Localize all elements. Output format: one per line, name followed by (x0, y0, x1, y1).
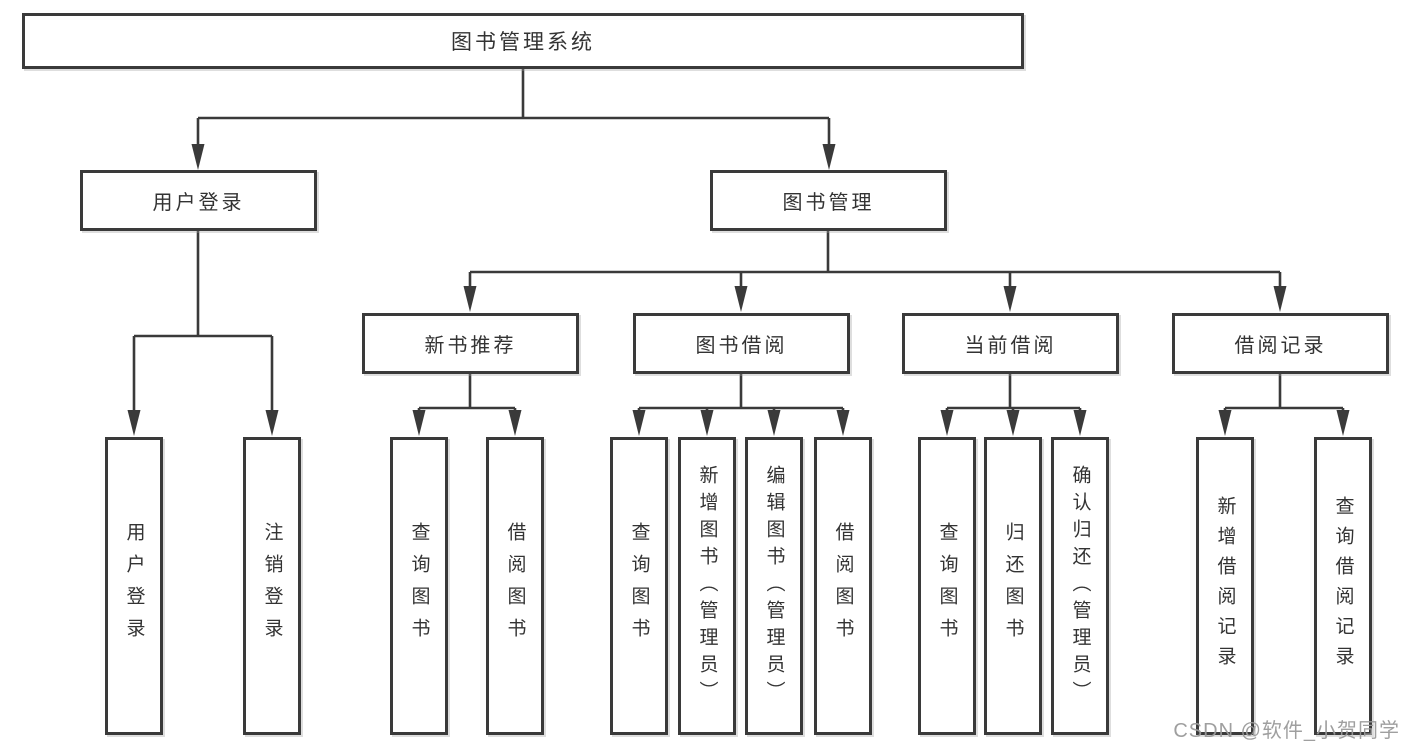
leaf-borrow-add-book-admin: 新增图书（管理员） (678, 437, 736, 735)
node-label: 图书管理系统 (451, 31, 595, 54)
leaf-records-query-record: 查询借阅记录 (1314, 437, 1372, 735)
node-label: 用户登录 (152, 192, 245, 214)
node-label: 图书管理 (782, 192, 875, 214)
arrow-down-icon (1336, 410, 1350, 436)
leaf-label: 借阅图书 (504, 522, 526, 650)
node-book-management: 图书管理 (710, 170, 947, 231)
csdn-watermark: CSDN @软件_小贺同学 (1173, 720, 1400, 742)
arrow-down-icon (734, 286, 748, 312)
node-label: 图书借阅 (695, 335, 788, 357)
leaf-records-add-record: 新增借阅记录 (1196, 437, 1254, 735)
node-borrow-records: 借阅记录 (1172, 313, 1389, 374)
leaf-label: 查询图书 (628, 522, 650, 650)
leaf-borrow-query-book: 查询图书 (610, 437, 668, 735)
arrow-down-icon (940, 410, 954, 436)
arrow-down-icon (632, 410, 646, 436)
leaf-label: 用户登录 (123, 522, 145, 650)
leaf-newbook-query-book: 查询图书 (390, 437, 448, 735)
leaf-newbook-borrow-book: 借阅图书 (486, 437, 544, 735)
leaf-label: 新增图书（管理员） (696, 464, 718, 708)
leaf-label: 查询借阅记录 (1332, 496, 1354, 676)
leaf-user-login: 用户登录 (105, 437, 163, 735)
arrow-down-icon (463, 286, 477, 312)
node-new-book-recommend: 新书推荐 (362, 313, 579, 374)
leaf-borrow-borrow-book: 借阅图书 (814, 437, 872, 735)
node-current-borrow: 当前借阅 (902, 313, 1119, 374)
arrow-down-icon (1073, 410, 1087, 436)
arrow-down-icon (1006, 410, 1020, 436)
arrow-down-icon (1218, 410, 1232, 436)
leaf-label: 归还图书 (1002, 522, 1024, 650)
leaf-current-return-book: 归还图书 (984, 437, 1042, 735)
leaf-label: 注销登录 (261, 522, 283, 650)
leaf-logout: 注销登录 (243, 437, 301, 735)
node-root-system: 图书管理系统 (22, 13, 1024, 69)
arrow-down-icon (836, 410, 850, 436)
arrow-down-icon (700, 410, 714, 436)
arrow-down-icon (1273, 286, 1287, 312)
node-book-borrow: 图书借阅 (633, 313, 850, 374)
node-label: 借阅记录 (1234, 335, 1327, 357)
leaf-borrow-edit-book-admin: 编辑图书（管理员） (745, 437, 803, 735)
leaf-label: 借阅图书 (832, 522, 854, 650)
arrow-down-icon (508, 410, 522, 436)
arrow-down-icon (191, 144, 205, 170)
node-label: 当前借阅 (964, 335, 1057, 357)
arrow-down-icon (265, 410, 279, 436)
leaf-current-query-book: 查询图书 (918, 437, 976, 735)
node-user-login: 用户登录 (80, 170, 317, 231)
leaf-label: 编辑图书（管理员） (763, 464, 785, 708)
leaf-label: 查询图书 (408, 522, 430, 650)
arrow-down-icon (412, 410, 426, 436)
arrow-down-icon (767, 410, 781, 436)
leaf-current-confirm-return-admin: 确认归还（管理员） (1051, 437, 1109, 735)
arrow-down-icon (822, 144, 836, 170)
leaf-label: 查询图书 (936, 522, 958, 650)
leaf-label: 确认归还（管理员） (1069, 464, 1091, 708)
leaf-label: 新增借阅记录 (1214, 496, 1236, 676)
arrow-down-icon (1003, 286, 1017, 312)
arrow-down-icon (127, 410, 141, 436)
node-label: 新书推荐 (424, 335, 517, 357)
